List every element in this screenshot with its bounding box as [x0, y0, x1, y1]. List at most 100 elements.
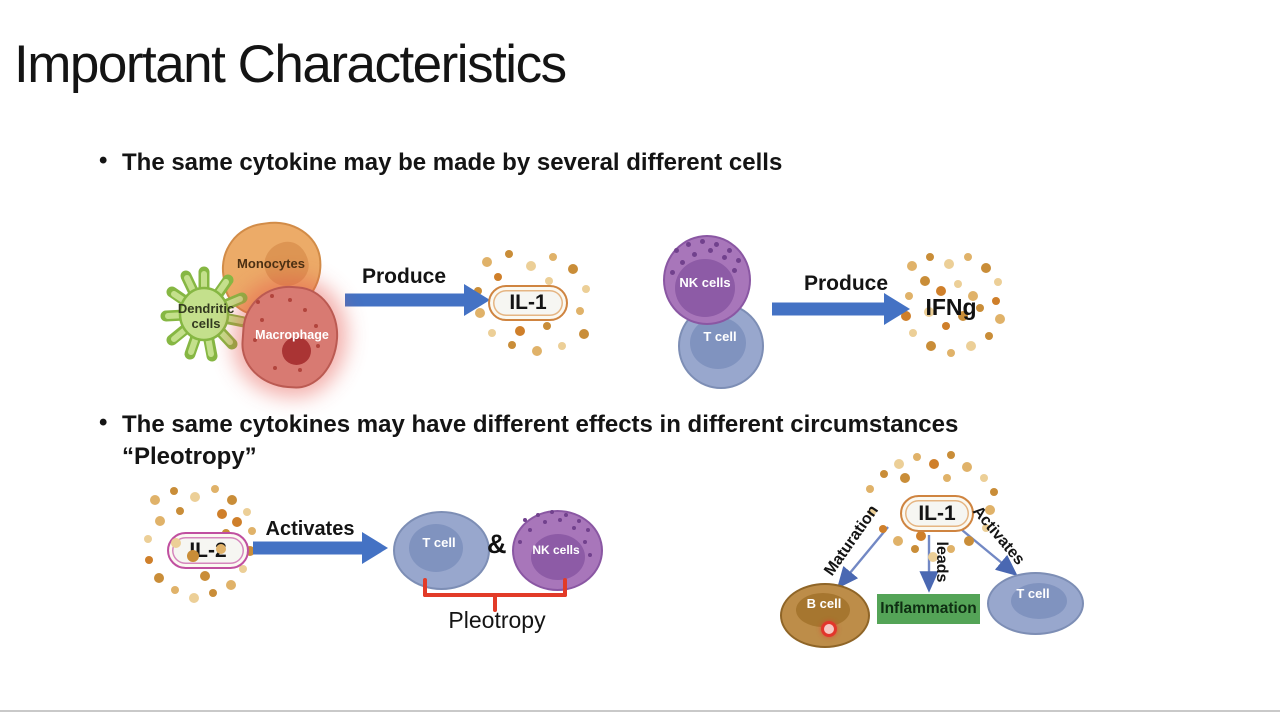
- cytokine-dot: [190, 492, 200, 502]
- cytokine-dot: [576, 307, 584, 315]
- cell-speckle: [576, 518, 582, 524]
- cell-speckle: [253, 338, 257, 342]
- cytokine-dot: [155, 516, 165, 526]
- t-cell-label-top: T cell: [703, 329, 737, 344]
- cytokine-dot: [966, 341, 976, 351]
- cytokine-dot: [907, 261, 917, 271]
- nk-cells-label-bottom: NK cells: [532, 543, 580, 557]
- cytokine-dot: [144, 535, 152, 543]
- cell-speckle: [707, 247, 713, 253]
- cytokine-dot: [579, 329, 589, 339]
- cytokine-dot: [944, 259, 954, 269]
- cell-speckle: [713, 241, 719, 247]
- cell-speckle: [691, 251, 697, 257]
- il1-label-right: IL-1: [918, 501, 956, 525]
- cytokine-dot: [515, 326, 525, 336]
- macrophage-nucleus: [282, 337, 311, 365]
- cytokine-dot: [968, 291, 978, 301]
- cytokine-dot: [171, 586, 179, 594]
- cytokine-dot: [985, 505, 995, 515]
- inflammation-label: Inflammation: [880, 600, 977, 617]
- cytokine-dot: [543, 322, 551, 330]
- cell-speckle: [260, 318, 264, 322]
- cytokine-dot: [239, 565, 247, 573]
- t-cell-label-bottom-right: T cell: [1016, 586, 1050, 601]
- produce-label-left: Produce: [361, 265, 447, 288]
- cytokine-dot: [150, 495, 160, 505]
- cell-speckle: [256, 300, 260, 304]
- cytokine-dot: [990, 488, 998, 496]
- cytokine-dot: [545, 277, 553, 285]
- dendritic-cell-icon: [160, 266, 248, 362]
- cell-speckle: [542, 519, 548, 525]
- cytokine-dot: [964, 536, 974, 546]
- cytokine-dot: [866, 485, 874, 493]
- cytokine-dot: [900, 473, 910, 483]
- cytokine-dot: [217, 509, 227, 519]
- cytokine-dot: [200, 571, 210, 581]
- pleotropy-bracket: [423, 578, 427, 597]
- cytokine-dot: [171, 538, 181, 548]
- cytokine-dot: [488, 329, 496, 337]
- cytokine-dot: [154, 573, 164, 583]
- cytokine-dot: [929, 459, 939, 469]
- cell-speckle: [273, 366, 277, 370]
- cytokine-dot: [958, 311, 968, 321]
- cell-speckle: [582, 539, 588, 545]
- cytokine-dot: [243, 508, 251, 516]
- bullet-2: • The same cytokines may have different …: [99, 409, 958, 473]
- cytokine-dot: [170, 487, 178, 495]
- cytokine-dot: [943, 474, 951, 482]
- cell-speckle: [563, 512, 569, 518]
- activates-arrow: [253, 532, 388, 564]
- cytokine-dot: [936, 286, 946, 296]
- nk-cell-icon-bottom: [512, 510, 603, 591]
- cytokine-dot: [982, 524, 990, 532]
- cytokine-dot: [909, 329, 917, 337]
- cytokine-dot: [216, 544, 226, 554]
- cytokine-dot: [995, 314, 1005, 324]
- il2-pill: IL-2: [167, 532, 249, 569]
- activates-label: Activates: [265, 518, 355, 540]
- cytokine-dot: [245, 546, 255, 556]
- cytokine-dot: [962, 462, 972, 472]
- cytokine-dot: [980, 474, 988, 482]
- cytokine-dot: [920, 276, 930, 286]
- cytokine-dot: [558, 342, 566, 350]
- cell-speckle: [549, 509, 555, 515]
- cytokine-dot: [924, 307, 934, 317]
- t-cell-icon-bottom-left: [393, 511, 490, 590]
- macrophage-label: Macrophage: [255, 328, 329, 342]
- inflammation-box: Inflammation: [877, 594, 980, 624]
- cytokine-dot: [942, 322, 950, 330]
- il1-pill-left: IL-1: [488, 285, 568, 321]
- pleotropy-label: Pleotropy: [448, 607, 546, 633]
- nk-cells-label-top: NK cells: [679, 275, 731, 290]
- cytokine-dot: [494, 273, 502, 281]
- cytokine-dot: [893, 536, 903, 546]
- cytokine-dot: [926, 341, 936, 351]
- produce-arrow-right: [772, 293, 910, 325]
- cytokine-dot: [868, 508, 876, 516]
- cytokine-dot: [248, 527, 256, 535]
- bullet-2-text-line1: The same cytokines may have different ef…: [122, 411, 959, 438]
- cytokine-dot: [947, 349, 955, 357]
- cell-speckle: [731, 267, 737, 273]
- il1-label-left: IL-1: [509, 291, 547, 314]
- cell-speckle: [669, 269, 675, 275]
- cytokine-dot: [928, 552, 938, 562]
- cytokine-dot: [976, 304, 984, 312]
- cell-speckle: [685, 241, 691, 247]
- cytokine-dot: [209, 589, 217, 597]
- dendritic-cell-label: Dendritic cells: [177, 301, 235, 331]
- cell-speckle: [270, 294, 274, 298]
- bullet-2-text-line2: “Pleotropy”: [122, 443, 257, 470]
- cytokine-dot: [549, 253, 557, 261]
- cell-speckle: [721, 254, 727, 260]
- cytokine-dot: [926, 253, 934, 261]
- cytokine-dot: [981, 263, 991, 273]
- leads-label: leads: [933, 541, 950, 583]
- cytokine-dot: [526, 261, 536, 271]
- cytokine-dot: [994, 278, 1002, 286]
- cell-speckle: [735, 257, 741, 263]
